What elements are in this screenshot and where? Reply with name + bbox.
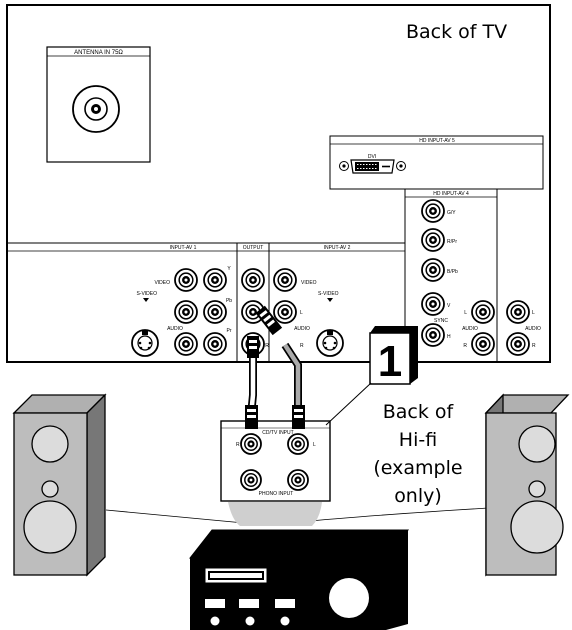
av2-svideo-label: S-VIDEO [318, 291, 339, 297]
av4-sync-label: SYNC [434, 318, 448, 324]
rca-jack-icon [174, 268, 198, 292]
rca-jack-icon [421, 258, 445, 282]
svideo-jack-icon [131, 329, 159, 357]
av4-rpr-label: R/Pr [447, 239, 457, 245]
input-av1-label: INPUT-AV 1 [170, 245, 197, 251]
av4-audio-label: AUDIO [462, 326, 478, 332]
av5-l-label: L [532, 310, 535, 316]
step-number: 1 [378, 337, 402, 386]
rca-jack-icon [421, 199, 445, 223]
audio-cable [245, 305, 305, 429]
hifi-jacks [240, 433, 309, 491]
rca-jack-icon [174, 300, 198, 324]
hifi-l-label: L [313, 442, 316, 448]
hifi-caption: Back of Hi-fi (example only) [373, 401, 462, 507]
amplifier-icon [188, 529, 410, 630]
av2-l-label: L [300, 310, 303, 316]
coax-connector-icon [72, 85, 120, 133]
av4-r-label: R [463, 343, 467, 349]
tv-title: Back of TV [406, 21, 507, 43]
rca-jack-icon [471, 300, 495, 324]
av1-y-label: Y [227, 266, 231, 272]
rca-jack-icon [273, 268, 297, 292]
av4-v-label: V [447, 303, 451, 309]
tv-back-panel: Back of TV ANTENNA IN 75Ω HD INPUT-AV 5 … [6, 4, 551, 363]
hifi-caption-line-1: Back of [383, 401, 455, 423]
output-label: OUTPUT [243, 245, 264, 251]
antenna-label: ANTENNA IN 75Ω [74, 50, 123, 56]
step-callout: 1 [325, 326, 418, 426]
av4-gy-label: G/Y [447, 210, 456, 216]
rca-jack-icon [287, 469, 309, 491]
output-r-label: R [265, 343, 269, 349]
av4-l-label: L [464, 310, 467, 316]
av4-bpb-label: B/Pb [447, 269, 458, 275]
rca-jack-icon [421, 228, 445, 252]
speaker-icon [484, 393, 570, 577]
av1-svideo-label: S-VIDEO [136, 291, 157, 297]
rca-jack-icon [471, 332, 495, 356]
speaker-icon [12, 393, 107, 577]
hifi-caption-line-3: (example [373, 457, 462, 479]
hifi-phono-label: PHONO INPUT [259, 491, 294, 497]
rca-jack-icon [287, 433, 309, 455]
input-av2-label: INPUT-AV 2 [324, 245, 351, 251]
av1-pb-label: Pb [226, 298, 232, 304]
rca-jack-icon [203, 300, 227, 324]
rca-jack-icon [240, 469, 262, 491]
av5-audio-label: AUDIO [525, 326, 541, 332]
dvi-connector-icon [339, 159, 406, 174]
rca-jack-icon [506, 300, 530, 324]
av1-pr-label: Pr [227, 328, 232, 334]
hifi-back-panel: CD/TV INPUT R L PHONO INPUT [220, 420, 331, 502]
rca-jack-icon [241, 268, 265, 292]
av2-video-label: VIDEO [301, 280, 317, 286]
rca-jack-icon [174, 332, 198, 356]
rca-jack-icon [203, 268, 227, 292]
av4-h-label: H [447, 334, 451, 340]
av1-audio-label: AUDIO [167, 326, 183, 332]
av2-r-label: R [300, 343, 304, 349]
rca-jack-icon [240, 433, 262, 455]
hifi-caption-line-2: Hi-fi [399, 429, 437, 451]
hifi-r-label: R [236, 442, 240, 448]
rca-jack-icon [273, 300, 297, 324]
rca-jack-icon [506, 332, 530, 356]
hifi-caption-line-4: only) [394, 485, 442, 507]
hd-av4-label: HD INPUT-AV 4 [433, 191, 469, 197]
rca-jack-icon [421, 323, 445, 347]
rca-jack-icon [203, 332, 227, 356]
hifi-input-label: CD/TV INPUT [262, 430, 293, 436]
cable-shadow [228, 502, 322, 526]
svideo-jack-icon [316, 329, 344, 357]
av5-r-label: R [532, 343, 536, 349]
av1-video-label: VIDEO [154, 280, 170, 286]
dvi-label: DVI [368, 154, 376, 160]
av2-audio-label: AUDIO [294, 326, 310, 332]
hd-av5-label: HD INPUT-AV 5 [419, 138, 455, 144]
rca-jack-icon [421, 292, 445, 316]
